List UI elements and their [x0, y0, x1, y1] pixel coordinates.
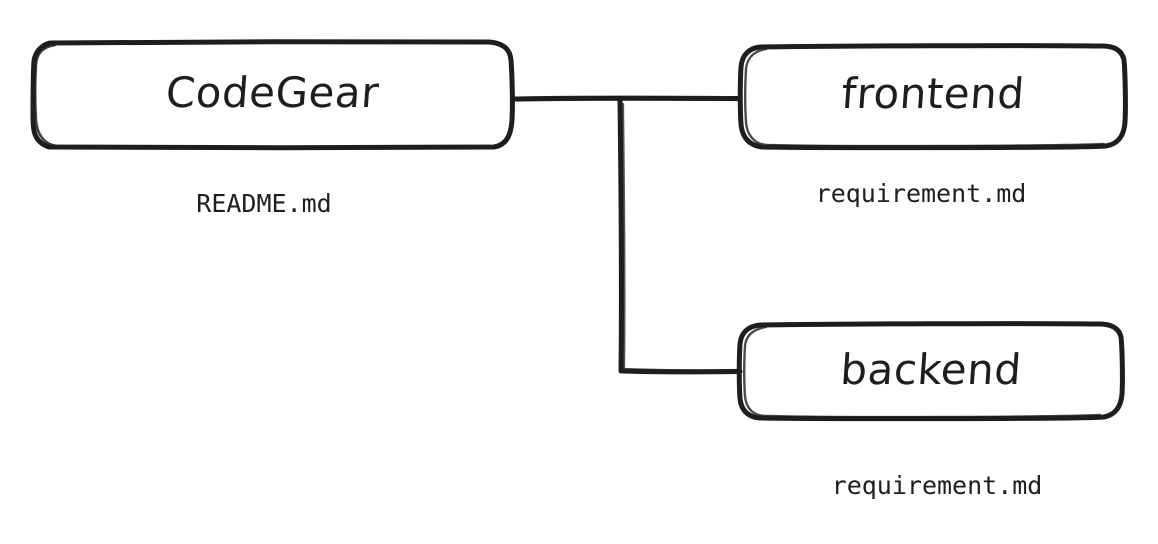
- edge-codegear-frontend: [512, 95, 743, 102]
- file-label-frontend-requirement: requirement.md: [815, 179, 1027, 208]
- file-label-backend-requirement: requirement.md: [831, 471, 1043, 500]
- node-box-codegear[interactable]: [30, 39, 515, 151]
- file-label-codegear-readme: README.md: [196, 189, 332, 218]
- node-label-codegear: CodeGear: [164, 68, 381, 117]
- node-label-frontend: frontend: [839, 69, 1027, 118]
- node-label-backend: backend: [838, 345, 1024, 394]
- edge-codegear-backend: [617, 97, 743, 375]
- node-box-frontend[interactable]: [737, 43, 1128, 151]
- node-box-backend[interactable]: [736, 321, 1125, 422]
